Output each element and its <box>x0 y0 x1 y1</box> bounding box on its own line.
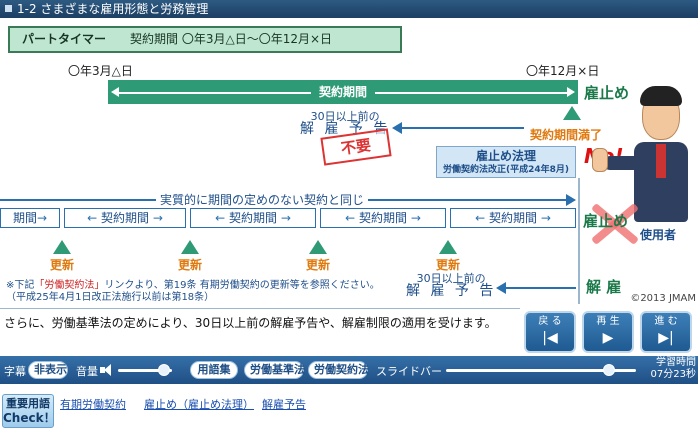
notice2-line2: 解 雇 予 告 <box>406 283 497 299</box>
case-box: パートタイマー 契約期間 〇年3月△日～〇年12月×日 <box>8 26 402 53</box>
study-time: 学習時間 07分23秒 <box>651 357 696 381</box>
end-marker-triangle <box>563 106 581 120</box>
contract-period-label: 契約期間 <box>310 85 375 99</box>
case-period: 契約期間 〇年3月△日～〇年12月×日 <box>130 32 333 46</box>
law-box: 雇止め法理 労働契約法改正(平成24年8月) <box>436 146 576 178</box>
yatoidome-label: 雇止め <box>584 84 630 102</box>
slide-progress-knob[interactable] <box>603 364 616 376</box>
renewal-triangle <box>439 240 457 254</box>
arrow-right-icon <box>566 194 576 206</box>
start-date: 〇年3月△日 <box>68 64 133 78</box>
notice-line1: 30日以上前の <box>310 110 380 123</box>
arrow-left-icon <box>392 122 402 134</box>
term-link-fixed-term-contract[interactable]: 有期労働契約 <box>60 398 126 411</box>
glossary-button[interactable]: 用語集 <box>190 361 238 379</box>
person-tie <box>656 144 666 178</box>
expiry-label: 契約期間満了 <box>530 128 603 142</box>
employer-label: 使用者 <box>640 228 677 242</box>
footnote: ※下記「労働契約法」リンクより、第19条 有期労働契約の更新等を参照ください。 … <box>6 280 380 303</box>
renewal-marker-2: 更新 <box>170 240 210 273</box>
play-icon: ▶ <box>602 330 614 346</box>
narration-text: さらに、労働基準法の定めにより、30日以上前の解雇予告や、解雇制限の適用を受けま… <box>0 308 520 356</box>
renewal-triangle <box>53 240 71 254</box>
person-hair <box>640 86 682 106</box>
labor-standards-law-button[interactable]: 労働基準法 <box>244 361 305 379</box>
indefinite-label: 実質的に期間の定めのない契約と同じ <box>156 191 369 208</box>
slide-area: パートタイマー 契約期間 〇年3月△日～〇年12月×日 〇年3月△日 〇年12月×… <box>0 18 698 308</box>
expiry-divider <box>578 178 580 304</box>
subtitle-toggle-button[interactable]: 非表示 <box>28 361 68 379</box>
renewal-triangle <box>181 240 199 254</box>
period-box-2: ← 契約期間 → <box>190 208 316 228</box>
back-button[interactable]: 戻 る |◀ <box>524 311 576 353</box>
skip-forward-icon: ▶| <box>658 330 674 346</box>
person-arm <box>604 156 640 170</box>
study-time-label: 学習時間 <box>656 357 696 368</box>
slidebar-label: スライドバー <box>376 365 442 378</box>
labor-contract-law-button[interactable]: 労働契約法 <box>308 361 369 379</box>
arrow-left-icon <box>496 282 506 294</box>
period-box-0: 期間→ <box>0 208 60 228</box>
dismissal-arrow-line <box>504 287 576 289</box>
skip-back-icon: |◀ <box>542 330 558 346</box>
employer-illustration: 使用者 <box>592 84 694 242</box>
term-link-yatoidome[interactable]: 雇止め（雇止め法理） <box>144 398 254 411</box>
slide-progress-track[interactable] <box>446 369 636 372</box>
law-subtitle: 労働契約法改正(平成24年8月) <box>442 165 569 175</box>
back-label: 戻 る <box>538 316 562 327</box>
volume-knob[interactable] <box>157 364 170 376</box>
terms-check-badge: 重要用語 Check！ <box>2 394 56 428</box>
copyright: ©2013 JMAM <box>630 293 696 304</box>
title-bar: 1-2 さまざまな雇用形態と労務管理 <box>0 0 698 18</box>
notice2-line1: 30日以上前の <box>416 272 486 285</box>
renewal-marker-3: 更新 <box>298 240 338 273</box>
renewal-marker-4: 更新 <box>428 240 468 273</box>
contract-period-bar: 契約期間 <box>108 80 578 104</box>
volume-label: 音量 <box>76 365 98 378</box>
renewal-triangle <box>309 240 327 254</box>
play-button[interactable]: 再 生 ▶ <box>582 311 634 353</box>
case-title: パートタイマー <box>22 32 107 46</box>
period-box-1: ← 契約期間 → <box>64 208 186 228</box>
next-button[interactable]: 進 む ▶| <box>640 311 692 353</box>
footnote-line2: （平成25年4月1日改正法施行以前は第18条） <box>6 292 215 303</box>
stop-hand-icon <box>592 148 608 172</box>
period-box-3: ← 契約期間 → <box>320 208 446 228</box>
volume-slider[interactable] <box>118 369 172 372</box>
arrow-left-icon <box>111 87 119 97</box>
law-title: 雇止め法理 <box>475 149 536 163</box>
next-label: 進 む <box>654 316 678 327</box>
play-label: 再 生 <box>596 316 620 327</box>
notice-arrow-line <box>400 127 524 129</box>
window-menu-icon <box>5 5 12 12</box>
footnote-law-ref: 「労働契約法」 <box>34 280 105 291</box>
control-bar: 字幕 非表示 音量 用語集 労働基準法 労働契約法 スライドバー 学習時間 07… <box>0 356 698 384</box>
end-date: 〇年12月×日 <box>526 64 600 78</box>
speaker-icon <box>100 364 114 376</box>
window-title: 1-2 さまざまな雇用形態と労務管理 <box>17 2 209 16</box>
important-terms: 重要用語 Check！ 有期労働契約 雇止め（雇止め法理） 解雇予告 <box>0 384 698 432</box>
dismissal-label: 解 雇 <box>586 278 622 296</box>
subtitle-label: 字幕 <box>4 365 26 378</box>
period-box-4: ← 契約期間 → <box>450 208 576 228</box>
dismissal-notice: 30日以上前の 解 雇 予 告 <box>406 272 496 298</box>
renewal-marker-1: 更新 <box>42 240 82 273</box>
yatoidome-crossed-label: 雇止め <box>583 212 629 230</box>
arrow-right-icon <box>567 87 575 97</box>
term-link-dismissal-notice[interactable]: 解雇予告 <box>262 398 306 411</box>
study-time-value: 07分23秒 <box>650 369 696 380</box>
yatoidome-crossed: 雇止め <box>583 196 647 250</box>
